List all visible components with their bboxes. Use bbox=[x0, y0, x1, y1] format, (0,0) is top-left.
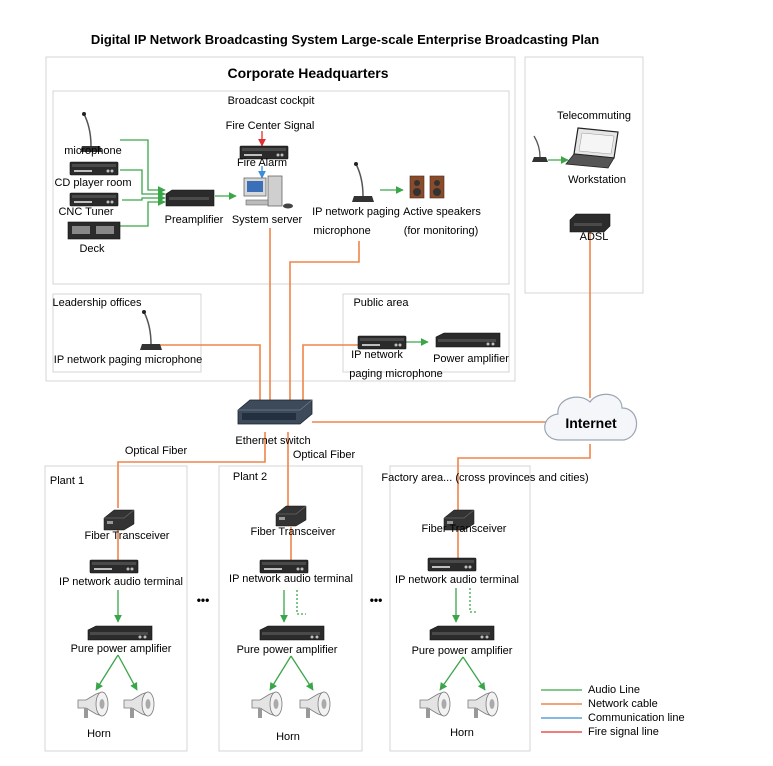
leadership-mic-label: IP network paging microphone bbox=[54, 354, 202, 366]
plant-1-title: Plant 1 bbox=[50, 475, 84, 487]
legend-fire-label: Fire signal line bbox=[588, 726, 659, 738]
factory-amp-icon bbox=[429, 625, 495, 641]
factory-horn-icon bbox=[467, 691, 499, 719]
plant-2-amp-icon bbox=[259, 625, 325, 641]
factory-box bbox=[389, 465, 531, 752]
leadership-label: Leadership offices bbox=[52, 297, 142, 309]
plant-1-horn-icon bbox=[123, 691, 155, 719]
factory-horn-icon bbox=[419, 691, 451, 719]
leadership-box bbox=[52, 293, 202, 373]
system-server-icon bbox=[243, 175, 293, 209]
cd-player-label: CD player room bbox=[54, 177, 131, 189]
plant-1-fiber-icon bbox=[103, 509, 135, 531]
plant-1-amp-icon bbox=[87, 625, 153, 641]
page-title: Digital IP Network Broadcasting System L… bbox=[91, 32, 599, 47]
plant-2-fiber-icon bbox=[275, 505, 307, 527]
legend-audio-label: Audio Line bbox=[588, 684, 640, 696]
adsl-icon bbox=[569, 213, 611, 233]
public-mic-label-2: paging microphone bbox=[349, 368, 443, 380]
plant-2-title: Plant 2 bbox=[233, 471, 267, 483]
cockpit-label: Broadcast cockpit bbox=[228, 95, 315, 107]
public-label: Public area bbox=[353, 297, 409, 309]
power-amplifier-label: Power amplifier bbox=[433, 353, 509, 365]
internet-label: Internet bbox=[565, 415, 617, 431]
factory-horn-label: Horn bbox=[450, 727, 474, 739]
deck-label: Deck bbox=[79, 243, 105, 255]
internet-cloud-icon bbox=[544, 393, 638, 441]
plant-1-amp-label: Pure power amplifier bbox=[71, 643, 172, 655]
legend-network-label: Network cable bbox=[588, 698, 658, 710]
factory-terminal-icon bbox=[427, 557, 477, 572]
cockpit-box bbox=[52, 90, 510, 285]
ethernet-switch-label: Ethernet switch bbox=[235, 435, 310, 447]
fire-center-label: Fire Center Signal bbox=[226, 120, 315, 132]
legend: Audio Line Network cable Communication l… bbox=[541, 684, 685, 738]
workstation-icon bbox=[565, 127, 619, 169]
system-server-label: System server bbox=[232, 214, 303, 226]
plant-1-terminal-icon bbox=[89, 559, 139, 574]
tele-box bbox=[524, 56, 644, 294]
active-speakers-label-1: Active speakers bbox=[403, 206, 481, 218]
network-lines bbox=[117, 228, 591, 560]
deck-icon bbox=[67, 221, 121, 240]
preamplifier-icon bbox=[165, 189, 215, 207]
factory-fiber-label: Fiber Transceiver bbox=[422, 523, 507, 535]
active-speakers-label-2: (for monitoring) bbox=[404, 225, 479, 237]
plant-1-box bbox=[44, 465, 188, 752]
plant-2-horn-label: Horn bbox=[276, 731, 300, 743]
ellipsis-right: ••• bbox=[370, 593, 383, 607]
public-mic-label-1: IP network bbox=[351, 349, 403, 361]
paging-mic-label-1: IP network paging bbox=[312, 206, 400, 218]
legend-communication-label: Communication line bbox=[588, 712, 685, 724]
factory-title: Factory area... (cross provinces and cit… bbox=[381, 472, 588, 484]
plant-2-amp-label: Pure power amplifier bbox=[237, 644, 338, 656]
active-speakers-icon bbox=[409, 175, 445, 199]
power-amplifier-icon bbox=[435, 332, 501, 348]
microphone-label: microphone bbox=[64, 145, 121, 157]
fire-alarm-label: Fire Alarm bbox=[237, 157, 287, 169]
plant-1-terminal-label: IP network audio terminal bbox=[59, 576, 183, 588]
plant-2-terminal-label: IP network audio terminal bbox=[229, 573, 353, 585]
optical-fiber-right: Optical Fiber bbox=[293, 449, 356, 461]
hq-box bbox=[45, 56, 516, 382]
plant-2-terminal-icon bbox=[259, 559, 309, 574]
public-box bbox=[342, 293, 510, 373]
factory-amp-label: Pure power amplifier bbox=[412, 645, 513, 657]
cnc-tuner-icon bbox=[69, 192, 119, 207]
ellipsis-left: ••• bbox=[197, 593, 210, 607]
optical-fiber-left: Optical Fiber bbox=[125, 445, 188, 457]
paging-mic-icon bbox=[351, 161, 375, 203]
leadership-mic-icon bbox=[139, 309, 163, 351]
plant-1-horn-icon bbox=[77, 691, 109, 719]
plant-2-fiber-label: Fiber Transceiver bbox=[251, 526, 336, 538]
ethernet-switch-icon bbox=[237, 399, 313, 425]
preamplifier-label: Preamplifier bbox=[165, 214, 224, 226]
workstation-label: Workstation bbox=[568, 174, 626, 186]
plant-1-horn-label: Horn bbox=[87, 728, 111, 740]
plant-2-horn-icon bbox=[299, 691, 331, 719]
plant-2-box bbox=[218, 465, 363, 752]
plant-2-horn-icon bbox=[251, 691, 283, 719]
factory-terminal-label: IP network audio terminal bbox=[395, 574, 519, 586]
audio-lines bbox=[95, 139, 569, 691]
plant-1-fiber-label: Fiber Transceiver bbox=[85, 530, 170, 542]
hq-title: Corporate Headquarters bbox=[227, 65, 388, 81]
public-mic-icon bbox=[357, 335, 407, 350]
paging-mic-label-2: microphone bbox=[313, 225, 370, 237]
tele-label: Telecommuting bbox=[557, 110, 631, 122]
cd-player-icon bbox=[69, 161, 119, 176]
tele-mic-icon bbox=[532, 135, 548, 162]
cnc-tuner-label: CNC Tuner bbox=[58, 206, 113, 218]
adsl-label: ADSL bbox=[580, 231, 609, 243]
